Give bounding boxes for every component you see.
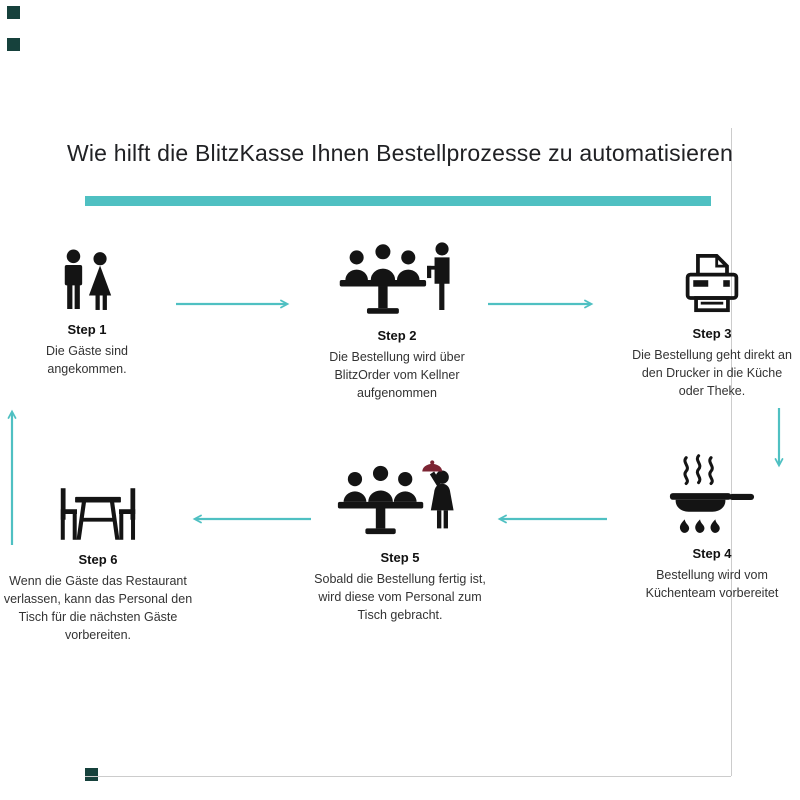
food-served-icon [336, 456, 464, 540]
step-description: Die Bestellung wird über BlitzOrder vom … [329, 350, 465, 401]
waiter-taking-order-icon [336, 238, 458, 318]
title-underline [85, 196, 711, 206]
decor-square-bottom [85, 768, 98, 781]
cooking-pan-icon [668, 454, 756, 536]
step-description: Bestellung wird vom Küchenteam vorbereit… [645, 568, 779, 601]
page-border-right [731, 128, 732, 776]
step-1: Step 1 Die Gäste sind angekommen. [17, 244, 157, 378]
step-description: Die Bestellung geht direkt an den Drucke… [632, 348, 792, 399]
step-label: Step 3 [692, 326, 732, 341]
decor-square-top-2 [7, 38, 20, 51]
step-description: Wenn die Gäste das Restaurant verlassen,… [3, 574, 193, 643]
decor-square-top-1 [7, 6, 20, 19]
step-label: Step 6 [78, 552, 118, 567]
step-4: Step 4 Bestellung wird vom Küchenteam vo… [627, 454, 797, 602]
step-label: Step 2 [377, 328, 417, 343]
arriving-guests-icon [58, 244, 116, 312]
step-description: Sobald die Bestellung fertig ist, wird d… [314, 572, 486, 623]
step-2: Step 2 Die Bestellung wird über BlitzOrd… [312, 238, 482, 402]
step-label: Step 5 [380, 550, 420, 565]
printer-icon [682, 240, 742, 316]
step-3: Step 3 Die Bestellung geht direkt an den… [628, 240, 796, 400]
page-border-bottom [85, 776, 731, 777]
page-title: Wie hilft die BlitzKasse Ihnen Bestellpr… [66, 140, 734, 166]
step-description: Die Gäste sind angekommen. [46, 344, 128, 377]
step-label: Step 4 [692, 546, 732, 561]
step-5: Step 5 Sobald die Bestellung fertig ist,… [305, 456, 495, 624]
step-6: Step 6 Wenn die Gäste das Restaurant ver… [2, 484, 194, 645]
empty-table-icon [56, 484, 140, 542]
cloche-dome [422, 460, 443, 472]
step-label: Step 1 [67, 322, 107, 337]
